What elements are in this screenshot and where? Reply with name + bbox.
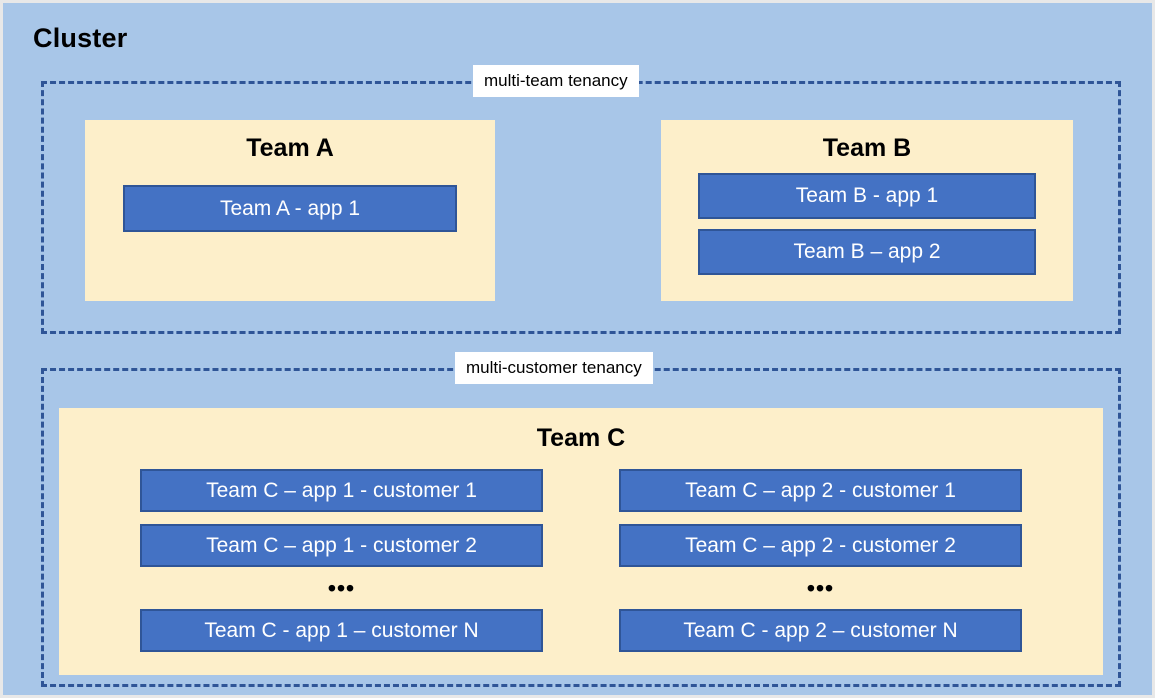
- app-box-team-c-app-2-customer-1[interactable]: Team C – app 2 - customer 1: [619, 469, 1022, 512]
- cluster-title: Cluster: [33, 23, 128, 53]
- app-grid-team-c: Team C – app 1 - customer 1 Team C – app…: [59, 469, 1103, 652]
- app-column-team-c-app-2: Team C – app 2 - customer 1 Team C – app…: [619, 469, 1022, 652]
- app-list-team-a: Team A - app 1: [123, 185, 457, 232]
- app-box-team-b-app-2[interactable]: Team B – app 2: [698, 229, 1036, 275]
- app-box-team-a-app-1[interactable]: Team A - app 1: [123, 185, 457, 232]
- app-box-team-c-app-1-customer-n[interactable]: Team C - app 1 – customer N: [140, 609, 543, 652]
- tenancy-zone-label-multi-customer: multi-customer tenancy: [455, 352, 653, 384]
- team-panel-team-b: Team B Team B - app 1 Team B – app 2: [661, 120, 1073, 301]
- app-box-team-c-app-1-customer-1[interactable]: Team C – app 1 - customer 1: [140, 469, 543, 512]
- team-title-team-b: Team B: [822, 134, 912, 162]
- app-list-team-b: Team B - app 1 Team B – app 2: [698, 173, 1036, 275]
- app-box-team-c-app-2-customer-2[interactable]: Team C – app 2 - customer 2: [619, 524, 1022, 567]
- app-box-team-c-app-2-customer-n[interactable]: Team C - app 2 – customer N: [619, 609, 1022, 652]
- app-box-team-c-app-1-customer-2[interactable]: Team C – app 1 - customer 2: [140, 524, 543, 567]
- app-box-team-b-app-1[interactable]: Team B - app 1: [698, 173, 1036, 219]
- team-title-team-a: Team A: [246, 134, 334, 162]
- team-title-team-c: Team C: [536, 424, 626, 452]
- tenancy-zone-label-multi-team: multi-team tenancy: [473, 65, 639, 97]
- ellipsis-team-c-app-1: •••: [327, 575, 356, 601]
- team-panel-team-a: Team A Team A - app 1: [85, 120, 495, 301]
- ellipsis-team-c-app-2: •••: [806, 575, 835, 601]
- app-column-team-c-app-1: Team C – app 1 - customer 1 Team C – app…: [140, 469, 543, 652]
- team-panel-team-c: Team C Team C – app 1 - customer 1 Team …: [59, 408, 1103, 675]
